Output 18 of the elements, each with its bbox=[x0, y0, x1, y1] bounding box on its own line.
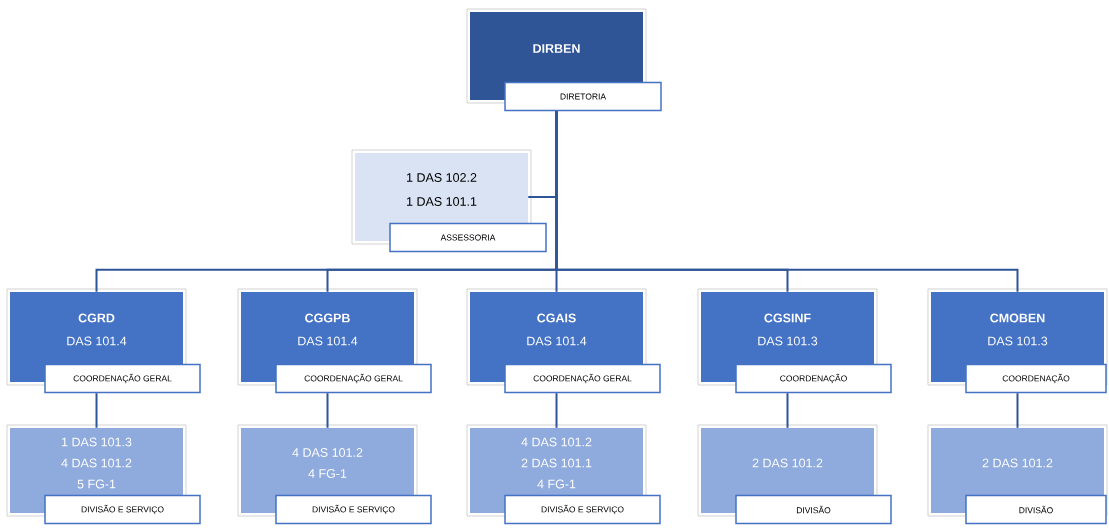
title-tag: COORDENAÇÃO GERAL bbox=[275, 363, 432, 394]
title-tag: DIRETORIA bbox=[504, 81, 662, 112]
title-tag: DIVISÃO E SERVIÇO bbox=[44, 494, 201, 525]
connector-line bbox=[326, 392, 329, 429]
title-tag: DIVISÃO bbox=[965, 494, 1107, 525]
title-tag: COORDENAÇÃO bbox=[735, 363, 892, 394]
connector-line bbox=[555, 110, 1019, 293]
connector-line bbox=[555, 392, 558, 429]
connector-line bbox=[786, 392, 789, 429]
title-tag: ASSESSORIA bbox=[389, 222, 547, 253]
title-tag: COORDENAÇÃO GERAL bbox=[44, 363, 201, 394]
title-tag: DIVISÃO E SERVIÇO bbox=[275, 494, 432, 525]
title-tag: COORDENAÇÃO GERAL bbox=[504, 363, 661, 394]
title-tag: DIVISÃO E SERVIÇO bbox=[504, 494, 661, 525]
connector-line bbox=[95, 392, 98, 429]
title-tag: DIVISÃO bbox=[735, 494, 892, 525]
connector-line bbox=[1016, 392, 1019, 429]
title-tag: COORDENAÇÃO bbox=[965, 363, 1107, 394]
